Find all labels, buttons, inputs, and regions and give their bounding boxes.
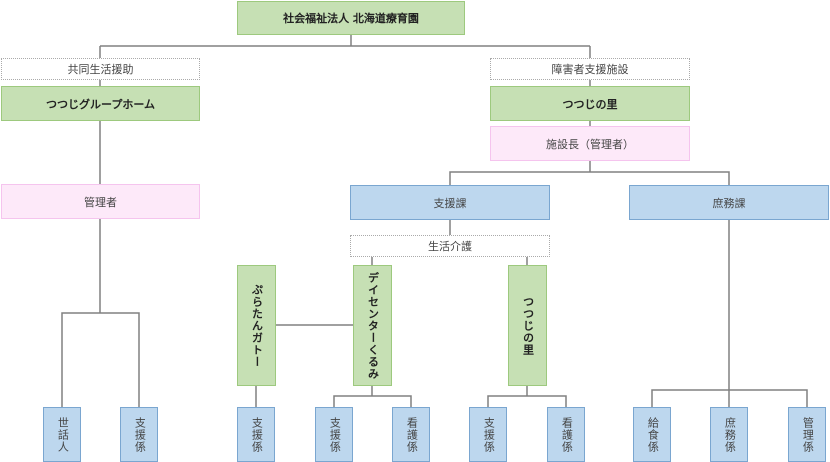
connector	[61, 312, 140, 407]
support-section-label: 支援課	[433, 196, 467, 210]
general-staff-0: 給食係	[633, 407, 671, 462]
unit-label: つつじの里	[521, 295, 535, 356]
right-category: 障害者支援施設	[490, 58, 690, 80]
unit2-staff-1: 看護係	[547, 407, 585, 462]
root-organization-label: 社会福祉法人 北海道療育園	[283, 12, 419, 25]
right-category-label: 障害者支援施設	[551, 63, 629, 76]
staff-label: 管理係	[801, 416, 815, 453]
unit1-staff-0: 支援係	[315, 407, 353, 462]
left-facility: つつじグループホーム	[1, 86, 200, 121]
general-staff-2: 管理係	[788, 407, 826, 462]
connector	[333, 395, 412, 407]
staff-label: 看護係	[405, 416, 419, 453]
general-affairs-label: 庶務課	[712, 196, 746, 210]
staff-label: 庶務係	[723, 416, 737, 453]
unit-day-center-kurumi: デイセンターくるみ	[353, 265, 392, 386]
right-facility-label: つつじの里	[562, 97, 618, 111]
unit-label: デイセンターくるみ	[366, 271, 380, 380]
service-category-label: 生活介護	[428, 240, 472, 253]
staff-label: 支援係	[482, 416, 496, 453]
unit-tsutsuji-no-sato: つつじの里	[508, 265, 547, 386]
left-facility-label: つつじグループホーム	[45, 97, 155, 111]
connector	[487, 395, 567, 407]
support-section: 支援課	[350, 185, 550, 220]
unit2-staff-0: 支援係	[469, 407, 507, 462]
root-organization: 社会福祉法人 北海道療育園	[237, 1, 465, 35]
left-staff-1: 支援係	[120, 407, 158, 462]
staff-label: 支援係	[133, 416, 147, 453]
left-manager: 管理者	[1, 184, 200, 219]
staff-label: 世話人	[56, 416, 70, 453]
general-staff-1: 庶務係	[710, 407, 748, 462]
staff-label: 支援係	[250, 416, 264, 453]
unit-label: ぷらたんガトー	[250, 283, 264, 368]
left-category-label: 共同生活援助	[67, 63, 134, 76]
unit-platan-gateau: ぷらたんガトー	[237, 265, 276, 386]
facility-director: 施設長（管理者）	[490, 126, 690, 161]
left-manager-label: 管理者	[84, 195, 117, 209]
service-category: 生活介護	[350, 235, 550, 257]
staff-label: 看護係	[560, 416, 574, 453]
staff-label: 支援係	[328, 416, 342, 453]
staff-label: 給食係	[646, 416, 660, 453]
left-category: 共同生活援助	[1, 58, 200, 80]
left-staff-0: 世話人	[43, 407, 81, 462]
unit1-staff-1: 看護係	[392, 407, 430, 462]
connector	[449, 171, 730, 185]
right-facility: つつじの里	[490, 86, 690, 121]
facility-director-label: 施設長（管理者）	[546, 137, 634, 151]
unit0-staff-0: 支援係	[237, 407, 275, 462]
general-affairs-section: 庶務課	[629, 185, 829, 220]
